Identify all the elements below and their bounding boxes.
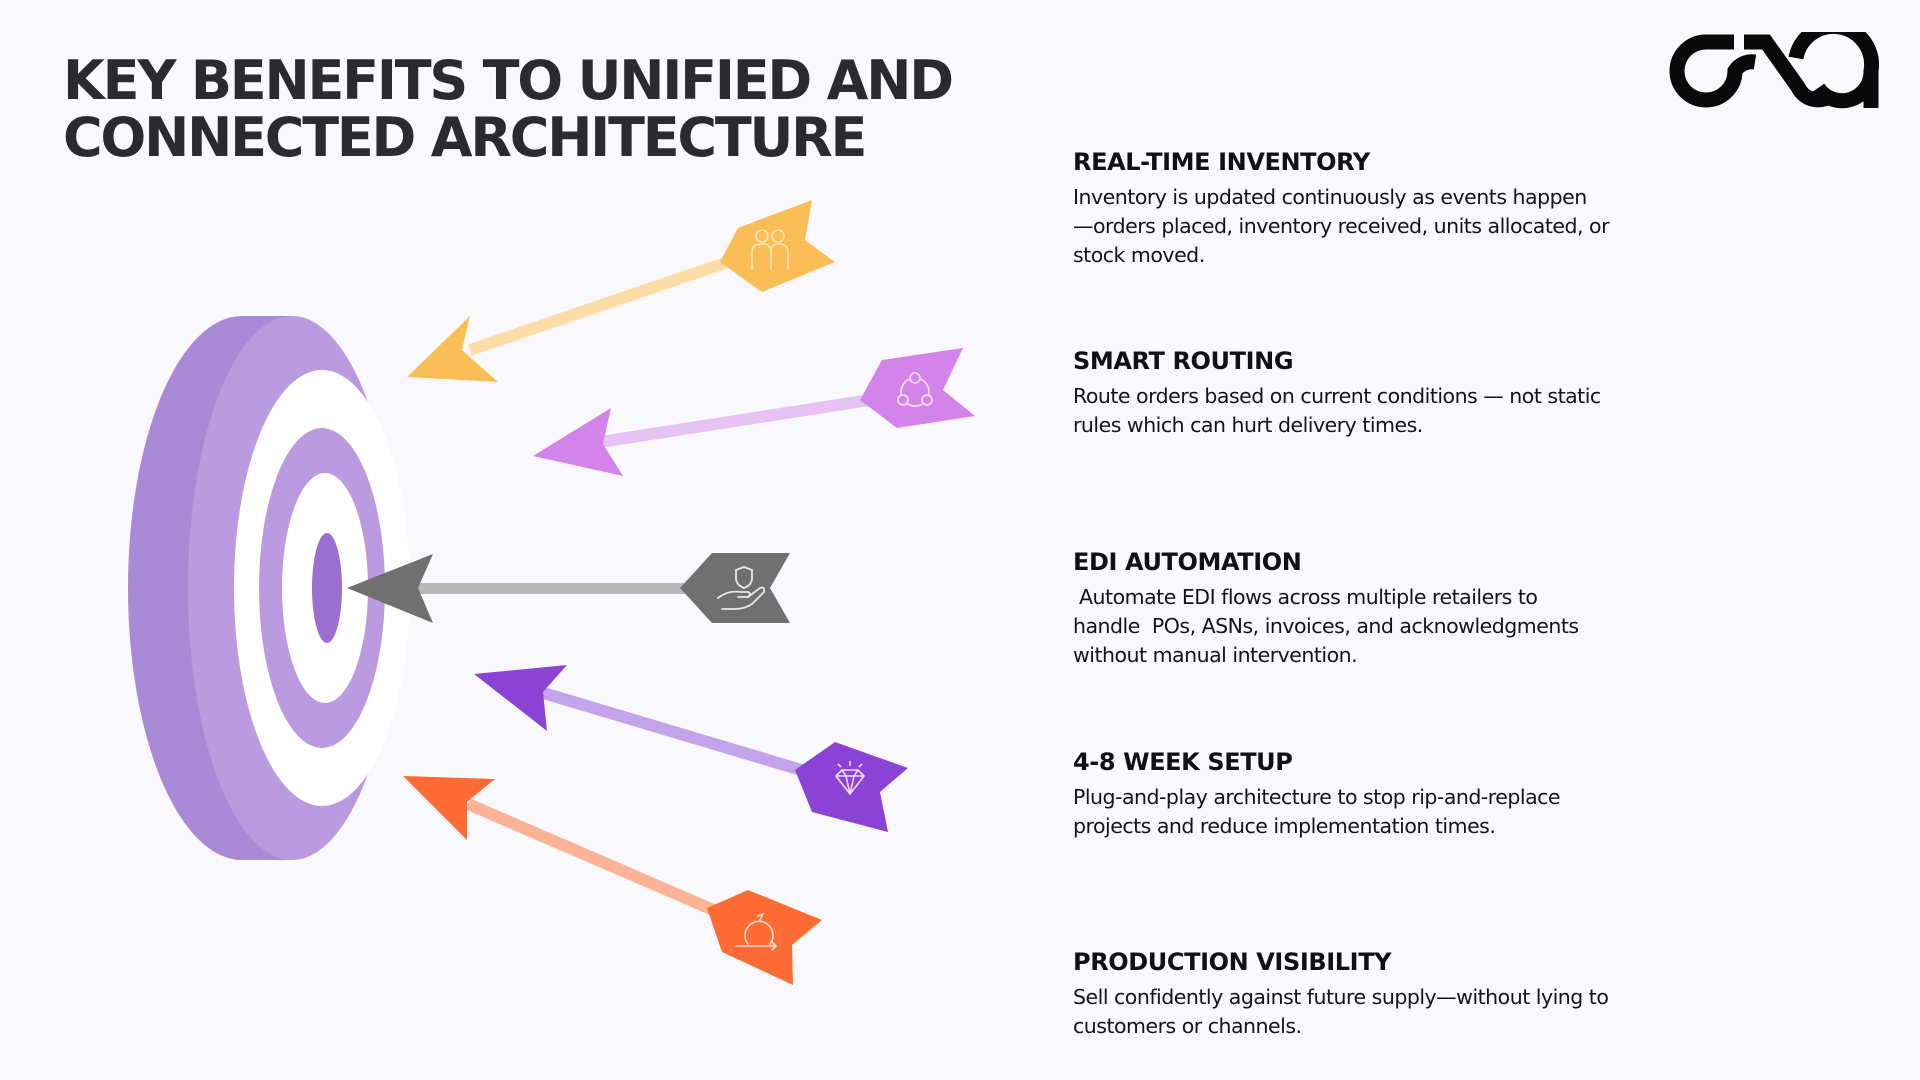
- target-icon: [128, 316, 410, 860]
- benefit-real-time-inventory: REAL-TIME INVENTORY Inventory is updated…: [1073, 147, 1673, 270]
- hand-shield-icon: [717, 566, 766, 610]
- benefit-heading: REAL-TIME INVENTORY: [1073, 148, 1370, 176]
- arrow-4-8-week-setup: [474, 665, 908, 832]
- benefit-description: Sell confidently against future supply—w…: [1073, 985, 1609, 1038]
- benefit-heading: 4-8 WEEK SETUP: [1073, 748, 1293, 776]
- benefit-heading: PRODUCTION VISIBILITY: [1073, 948, 1392, 976]
- people-icon: [751, 229, 789, 270]
- diamond-icon: [835, 761, 865, 795]
- arrow-production-visibility: [403, 776, 822, 985]
- arrow-edi-automation: [347, 553, 790, 623]
- cycle-arrow-icon: [735, 912, 778, 951]
- osa-logo-icon: [1669, 32, 1880, 109]
- target-arrows-graphic: [128, 200, 975, 985]
- title-line-2: CONNECTED ARCHITECTURE: [63, 106, 867, 169]
- arrow-smart-routing: [533, 348, 975, 476]
- arrow-real-time-inventory: [407, 200, 835, 382]
- benefit-heading: EDI AUTOMATION: [1073, 548, 1302, 576]
- benefit-edi-automation: EDI AUTOMATION Automate EDI flows across…: [1073, 547, 1673, 670]
- network-nodes-icon: [897, 372, 933, 407]
- benefit-heading: SMART ROUTING: [1073, 347, 1294, 375]
- benefit-4-8-week-setup: 4-8 WEEK SETUP Plug-and-play architectur…: [1073, 747, 1673, 841]
- benefit-smart-routing: SMART ROUTING Route orders based on curr…: [1073, 346, 1673, 440]
- page-title: KEY BENEFITS TO UNIFIED AND CONNECTED AR…: [63, 49, 954, 169]
- benefit-production-visibility: PRODUCTION VISIBILITY Sell confidently a…: [1073, 947, 1673, 1041]
- benefit-description: Route orders based on current conditions…: [1073, 384, 1601, 437]
- benefit-description: Inventory is updated continuously as eve…: [1073, 185, 1610, 267]
- title-line-1: KEY BENEFITS TO UNIFIED AND: [63, 49, 954, 112]
- benefit-description: Plug-and-play architecture to stop rip-a…: [1073, 785, 1561, 838]
- benefit-description: Automate EDI flows across multiple retai…: [1073, 585, 1579, 667]
